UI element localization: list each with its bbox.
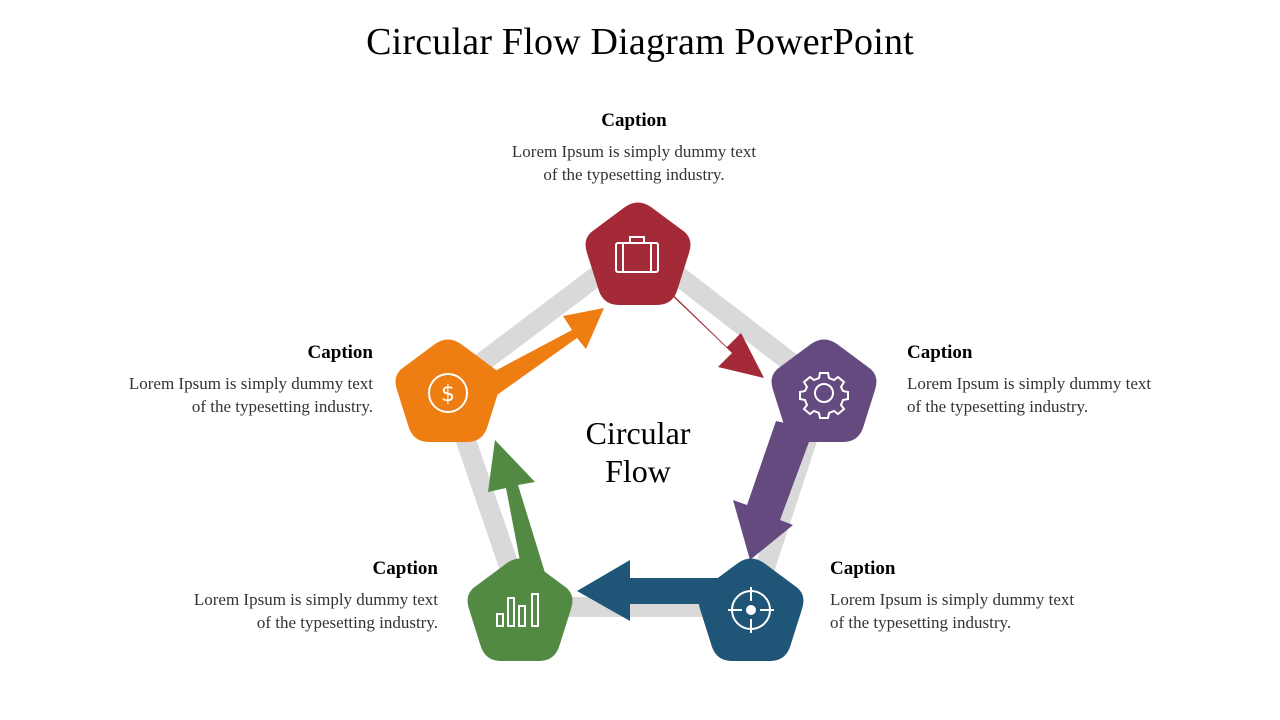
target-icon (728, 587, 774, 633)
svg-text:$: $ (441, 382, 455, 407)
caption-title: Caption (601, 110, 667, 131)
caption-top: Caption Lorem Ipsum is simply dummy text… (484, 110, 784, 186)
arrow-left-to-top (478, 308, 604, 400)
node-bottom-left (467, 558, 573, 661)
caption-body: Lorem Ipsum is simply dummy text of the … (511, 142, 757, 184)
caption-title: Caption (307, 342, 373, 363)
node-right (771, 339, 877, 442)
arrow-bottom-left-to-left (488, 440, 546, 582)
briefcase-icon (615, 236, 659, 273)
bar-chart-icon (496, 593, 539, 627)
node-bottom-right (698, 558, 804, 661)
caption-title: Caption (372, 558, 438, 579)
arrow-top-to-right (640, 281, 764, 378)
caption-body: Lorem Ipsum is simply dummy text of the … (907, 374, 1152, 416)
caption-title: Caption (830, 558, 896, 579)
caption-body: Lorem Ipsum is simply dummy text of the … (830, 590, 1075, 632)
gear-icon (799, 372, 849, 419)
caption-body: Lorem Ipsum is simply dummy text of the … (193, 590, 438, 632)
caption-title: Caption (907, 342, 973, 363)
dollar-icon: $ (428, 373, 468, 413)
node-top (585, 202, 691, 305)
caption-right: Caption Lorem Ipsum is simply dummy text… (907, 342, 1207, 418)
arrow-right-to-bottom-right (733, 421, 813, 560)
caption-bottom-right: Caption Lorem Ipsum is simply dummy text… (830, 558, 1130, 634)
arrow-bottom-right-to-bottom-left (577, 560, 726, 621)
node-left: $ (395, 339, 501, 442)
slide-title: Circular Flow Diagram PowerPoint (366, 21, 914, 63)
caption-left: Caption Lorem Ipsum is simply dummy text… (73, 342, 373, 418)
caption-body: Lorem Ipsum is simply dummy text of the … (128, 374, 373, 416)
center-label-line2: Flow (605, 453, 671, 489)
caption-bottom-left: Caption Lorem Ipsum is simply dummy text… (138, 558, 438, 634)
center-label-line1: Circular (586, 415, 691, 451)
